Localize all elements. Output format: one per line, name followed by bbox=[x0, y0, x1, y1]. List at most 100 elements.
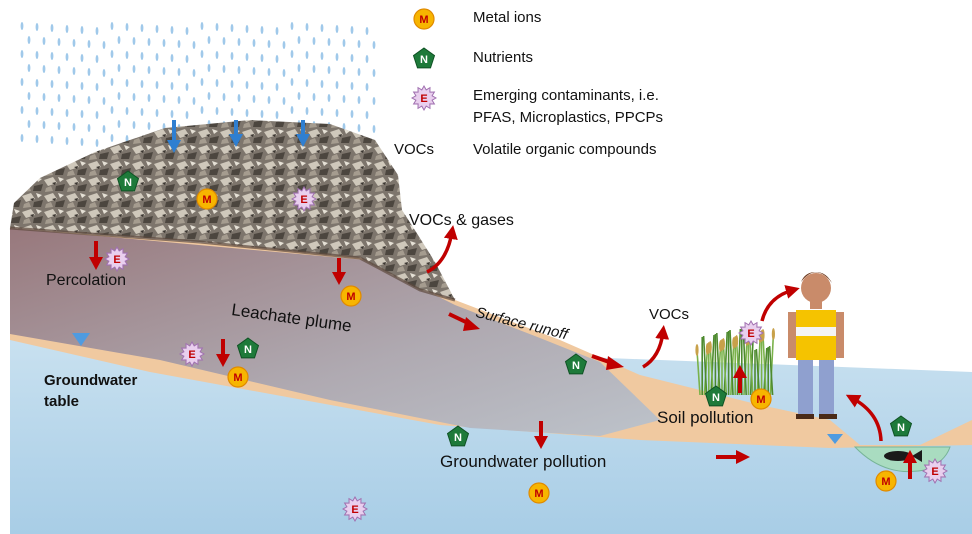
rain-drop bbox=[372, 97, 376, 105]
label-groundwater-pollution: Groundwater pollution bbox=[440, 452, 607, 471]
rain-drop bbox=[50, 136, 54, 144]
rain-drop bbox=[162, 95, 166, 103]
rain-drop bbox=[192, 69, 196, 77]
rain-drop bbox=[35, 79, 39, 87]
rain-drop bbox=[297, 64, 301, 72]
svg-text:M: M bbox=[346, 291, 355, 303]
rain-drop bbox=[20, 22, 24, 30]
reed-stem bbox=[696, 349, 701, 396]
rain-drop bbox=[110, 50, 114, 58]
rain-drop bbox=[230, 24, 234, 32]
svg-text:E: E bbox=[188, 349, 195, 361]
rain-drop bbox=[297, 92, 301, 100]
rain-drop bbox=[327, 38, 331, 46]
rain-drop bbox=[42, 121, 46, 129]
rain-drop bbox=[207, 36, 211, 44]
rain-drop bbox=[170, 26, 174, 34]
rain-drop bbox=[312, 93, 316, 101]
rain-arrows bbox=[167, 120, 310, 153]
rain-drop bbox=[290, 78, 294, 86]
rain-drop bbox=[312, 65, 316, 73]
reed-stem bbox=[723, 331, 728, 396]
rain-drop bbox=[222, 93, 226, 101]
rain-drop bbox=[117, 120, 121, 128]
rain-drop bbox=[65, 81, 69, 89]
rain-drop bbox=[365, 111, 369, 119]
reed-stem bbox=[722, 343, 728, 396]
rain-drop bbox=[65, 137, 69, 145]
rain-drop bbox=[72, 67, 76, 75]
rain-drop bbox=[147, 66, 151, 74]
nutrient-icon: N bbox=[116, 170, 140, 192]
legend-metal-label: Metal ions bbox=[473, 9, 542, 26]
leachate-plume bbox=[10, 228, 660, 436]
rain-drop bbox=[335, 25, 339, 33]
rain-drop bbox=[372, 69, 376, 77]
reed-head bbox=[771, 328, 776, 340]
svg-text:M: M bbox=[756, 394, 765, 406]
water-table-marker bbox=[72, 333, 90, 346]
rain-drop bbox=[215, 79, 219, 87]
rain-drop bbox=[140, 108, 144, 116]
rain-drop bbox=[335, 81, 339, 89]
rain-drop bbox=[155, 53, 159, 61]
reed-stem bbox=[736, 328, 742, 396]
rain-drop bbox=[95, 27, 99, 35]
rain-drop bbox=[342, 95, 346, 103]
metal-ion-icon: M bbox=[196, 188, 218, 210]
metal-ion-icon: M bbox=[750, 388, 772, 410]
rain-drop bbox=[372, 125, 376, 133]
rain-drop bbox=[350, 26, 354, 34]
rain-drop bbox=[305, 107, 309, 115]
rain-drop bbox=[147, 38, 151, 46]
rain-drop bbox=[95, 83, 99, 91]
reed-stem bbox=[749, 337, 754, 396]
rain-drop bbox=[147, 94, 151, 102]
svg-text:N: N bbox=[897, 422, 905, 434]
rain-drop bbox=[350, 54, 354, 62]
rain-drop bbox=[20, 134, 24, 142]
rain-drop bbox=[140, 80, 144, 88]
rain-drop bbox=[245, 81, 249, 89]
rain-drop bbox=[335, 109, 339, 117]
rain-drop bbox=[155, 81, 159, 89]
rain-drops bbox=[20, 22, 376, 147]
rain-drop bbox=[140, 52, 144, 60]
rain-drop bbox=[350, 110, 354, 118]
rain-drop bbox=[35, 51, 39, 59]
emerging-contaminant-icon: E bbox=[410, 84, 438, 112]
rain-drop bbox=[117, 36, 121, 44]
metal-ion-icon: M bbox=[875, 470, 897, 492]
rain-drop bbox=[87, 124, 91, 132]
reed-stem bbox=[769, 333, 775, 396]
reed-head bbox=[735, 335, 739, 347]
metal-ion-icon: M bbox=[340, 285, 362, 307]
rain-drop bbox=[237, 66, 241, 74]
rain-drop bbox=[215, 51, 219, 59]
rain-drop bbox=[177, 96, 181, 104]
emerging-contaminant-icon: E bbox=[290, 185, 318, 213]
svg-text:E: E bbox=[747, 328, 754, 340]
rain-drop bbox=[27, 92, 31, 100]
rain-drop bbox=[35, 107, 39, 115]
label-soil-pollution: Soil pollution bbox=[657, 408, 754, 427]
legend-nutrient-label: Nutrients bbox=[473, 49, 534, 66]
reed-stem bbox=[756, 336, 761, 396]
rain-drop bbox=[50, 108, 54, 116]
svg-text:N: N bbox=[454, 432, 462, 444]
rain-drop bbox=[27, 120, 31, 128]
rain-drop bbox=[365, 27, 369, 35]
rain-drop bbox=[125, 23, 129, 31]
rain-drop bbox=[170, 54, 174, 62]
rain-drop bbox=[267, 68, 271, 76]
svg-text:E: E bbox=[351, 504, 358, 516]
rain-drop bbox=[102, 97, 106, 105]
rain-drop bbox=[215, 107, 219, 115]
rain-drop bbox=[297, 36, 301, 44]
rain-drop bbox=[177, 68, 181, 76]
rain-drop bbox=[327, 94, 331, 102]
rain-drop bbox=[290, 50, 294, 58]
rain-drop bbox=[320, 80, 324, 88]
